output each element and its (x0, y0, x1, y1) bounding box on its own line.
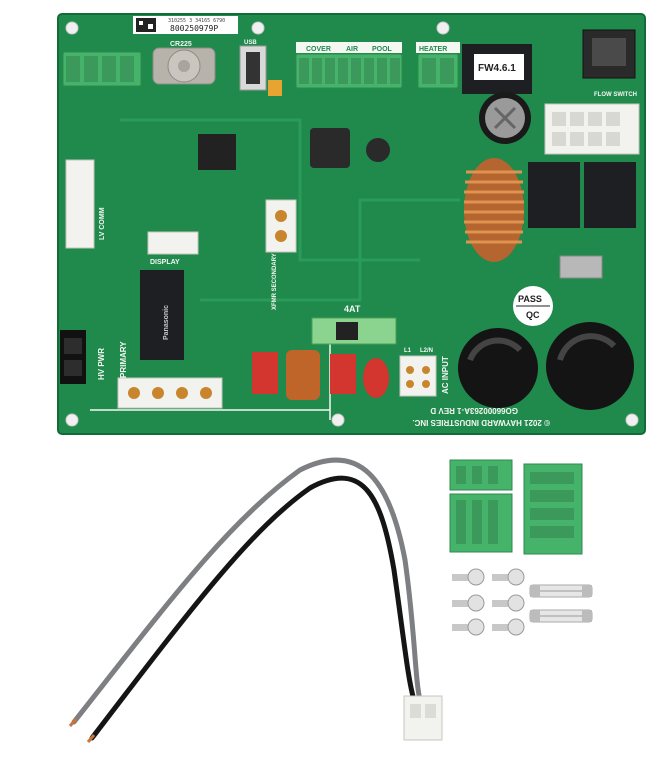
terminal-block-heater (417, 53, 459, 89)
ac-input-label: AC INPUT (441, 356, 450, 394)
screw (492, 618, 525, 636)
copyright-text: © 2021 HAYWARD INDUSTRIES INC. (412, 418, 550, 427)
screw (492, 594, 525, 612)
rj-jack (582, 29, 636, 79)
capacitor-small (479, 92, 531, 144)
l1-label: L1 (404, 348, 412, 354)
capacitors-large (458, 322, 634, 410)
inductor (310, 128, 350, 168)
xfmr-secondary-connector (265, 199, 297, 253)
pass-label: PASS (518, 294, 542, 304)
relay-brand: Panasonic (163, 305, 170, 340)
qc-label: QC (526, 310, 540, 320)
glass-fuse (529, 609, 593, 623)
serial-text: 310255 3 34165 6790 (168, 18, 225, 24)
lv-comm-label: LV COMM (99, 207, 106, 240)
flow-switch-label: FLOW SWITCH (594, 92, 637, 98)
circuit-board: 800250979P 310255 3 34165 6790 CR225 USB… (57, 13, 646, 435)
ac-input-connector (399, 355, 437, 397)
cover-label: COVER (306, 46, 331, 53)
white-connector-right (544, 103, 640, 155)
hv-pwr-label: HV PWR (97, 348, 106, 380)
terminal-plug-2 (449, 493, 513, 553)
terminal-block-8pin (295, 53, 403, 89)
red-components (252, 350, 389, 400)
harness-connector (403, 695, 443, 741)
usb-label: USB (244, 40, 257, 46)
lv-comm-connector (65, 159, 95, 249)
buzzer (366, 138, 390, 162)
screw (452, 618, 485, 636)
xfmr-label: XFMR SECONDARY (272, 253, 278, 310)
hv-pwr-connector (60, 330, 86, 384)
mounting-holes (65, 21, 639, 427)
firmware-label: FW4.6.1 (478, 63, 516, 74)
microcontroller (198, 134, 236, 170)
terminal-plugs (449, 459, 583, 555)
firmware-chip (462, 44, 532, 94)
screw (452, 568, 485, 586)
usb-connector (239, 45, 282, 96)
wire-harness (68, 457, 443, 743)
part-number: GO66000263A-1 REV D (430, 406, 518, 415)
fuse-holder (311, 317, 397, 345)
cr225-label: CR225 (170, 41, 192, 48)
relay-panasonic (140, 270, 184, 360)
heater-label: HEATER (419, 46, 447, 53)
screws (452, 568, 525, 636)
barcode-text: 800250979P (170, 24, 218, 33)
terminal-header-labels: COVER AIR POOL HEATER (296, 42, 460, 53)
display-label: DISPLAY (150, 259, 180, 266)
fuse-rating: 4AT (344, 304, 361, 314)
glass-fuses (529, 584, 593, 623)
l2-label: L2/N (420, 348, 433, 354)
display-connector (147, 231, 199, 255)
qc-pass-sticker (513, 286, 553, 326)
glass-fuse (529, 584, 593, 598)
terminal-plug-1 (449, 459, 513, 491)
coin-battery (152, 47, 216, 85)
air-label: AIR (346, 46, 358, 53)
terminal-block-4pin (62, 51, 142, 87)
relays-right (528, 162, 636, 228)
barcode-sticker (133, 16, 238, 34)
pool-label: POOL (372, 46, 393, 53)
primary-label: PRIMARY (119, 341, 128, 378)
voltage-regulator (559, 255, 603, 279)
primary-connector (117, 377, 223, 409)
screw (452, 594, 485, 612)
terminal-plug-3 (523, 463, 583, 555)
screw (492, 568, 525, 586)
toroid-coil (464, 158, 524, 262)
